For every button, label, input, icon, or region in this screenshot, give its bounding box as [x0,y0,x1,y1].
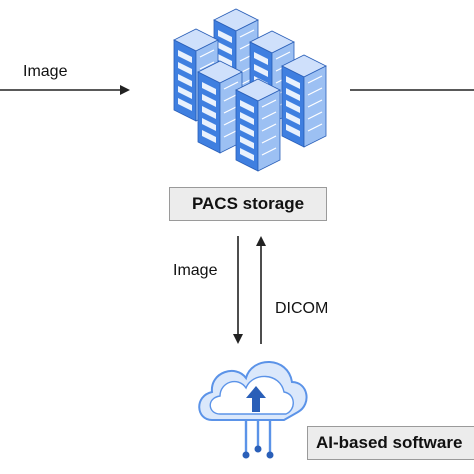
image-label-down: Image [173,262,218,279]
image-label-top: Image [23,63,68,80]
ai-software-label: AI-based software [316,433,463,452]
pacs-storage-box: PACS storage [169,187,327,221]
ai-software-box: AI-based software [307,426,474,460]
dicom-label: DICOM [275,300,329,317]
pacs-storage-label: PACS storage [191,194,305,213]
